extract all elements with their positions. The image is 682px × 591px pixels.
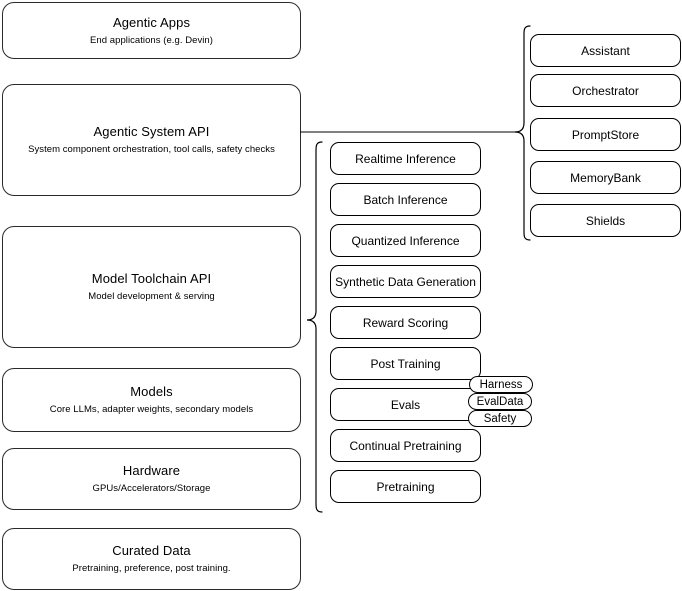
brace-toolchain-components <box>303 139 325 517</box>
item-label: Evals <box>390 397 421 412</box>
toolchain-item-batch-inference[interactable]: Batch Inference <box>330 183 481 216</box>
layer-subtitle: Core LLMs, adapter weights, secondary mo… <box>49 404 254 415</box>
system-item-orchestrator[interactable]: Orchestrator <box>530 74 681 107</box>
layer-subtitle: System component orchestration, tool cal… <box>28 144 275 155</box>
item-label: Orchestrator <box>572 83 639 98</box>
item-label: Continual Pretraining <box>349 438 462 453</box>
toolchain-item-evals[interactable]: Evals <box>330 388 481 421</box>
toolchain-item-realtime-inference[interactable]: Realtime Inference <box>330 142 481 175</box>
toolchain-item-post-training[interactable]: Post Training <box>330 347 481 380</box>
toolchain-item-continual-pretraining[interactable]: Continual Pretraining <box>330 429 481 462</box>
layer-title: Agentic Apps <box>112 14 191 30</box>
item-label: Realtime Inference <box>355 151 456 166</box>
badge-label: EvalData <box>476 395 524 408</box>
item-label: Reward Scoring <box>362 315 449 330</box>
toolchain-item-pretraining[interactable]: Pretraining <box>330 470 481 503</box>
system-item-assistant[interactable]: Assistant <box>530 34 681 67</box>
layer-title: Curated Data <box>112 543 191 558</box>
item-label: MemoryBank <box>570 170 641 185</box>
connector-system-api-to-components <box>300 125 525 141</box>
badge-label: Harness <box>479 378 523 391</box>
layer-title: Model Toolchain API <box>91 271 212 286</box>
item-label: Shields <box>585 213 626 228</box>
toolchain-item-reward-scoring[interactable]: Reward Scoring <box>330 306 481 339</box>
layer-subtitle: Model development & serving <box>88 291 215 302</box>
item-label: Batch Inference <box>363 192 448 207</box>
system-item-memorybank[interactable]: MemoryBank <box>530 161 681 194</box>
item-label: Assistant <box>581 43 630 58</box>
layer-title: Models <box>130 384 173 399</box>
system-item-promptstore[interactable]: PromptStore <box>530 118 681 151</box>
layer-title: Hardware <box>122 463 181 478</box>
layer-agentic-system-api[interactable]: Agentic System API System component orch… <box>2 84 301 196</box>
badge-label: Safety <box>483 412 517 425</box>
layer-subtitle: Pretraining, preference, post training. <box>72 563 231 574</box>
layer-subtitle: GPUs/Accelerators/Storage <box>92 483 211 494</box>
layer-subtitle: End applications (e.g. Devin) <box>90 34 213 46</box>
item-label: PromptStore <box>571 127 640 142</box>
layer-models[interactable]: Models Core LLMs, adapter weights, secon… <box>2 368 301 432</box>
item-label: Quantized Inference <box>351 233 460 248</box>
layer-model-toolchain-api[interactable]: Model Toolchain API Model development & … <box>2 226 301 348</box>
layer-title: Agentic System API <box>93 124 210 139</box>
item-label: Synthetic Data Generation <box>335 274 476 289</box>
layer-curated-data[interactable]: Curated Data Pretraining, preference, po… <box>2 528 301 590</box>
toolchain-item-synthetic-data-generation[interactable]: Synthetic Data Generation <box>330 265 481 298</box>
evals-badge-evaldata[interactable]: EvalData <box>468 393 532 410</box>
item-label: Pretraining <box>376 479 435 494</box>
system-item-shields[interactable]: Shields <box>530 204 681 237</box>
layer-agentic-apps[interactable]: Agentic Apps End applications (e.g. Devi… <box>2 2 301 59</box>
evals-badge-harness[interactable]: Harness <box>469 376 533 393</box>
layer-hardware[interactable]: Hardware GPUs/Accelerators/Storage <box>2 448 301 510</box>
evals-badge-safety[interactable]: Safety <box>468 410 532 427</box>
toolchain-item-quantized-inference[interactable]: Quantized Inference <box>330 224 481 257</box>
item-label: Post Training <box>370 356 441 371</box>
